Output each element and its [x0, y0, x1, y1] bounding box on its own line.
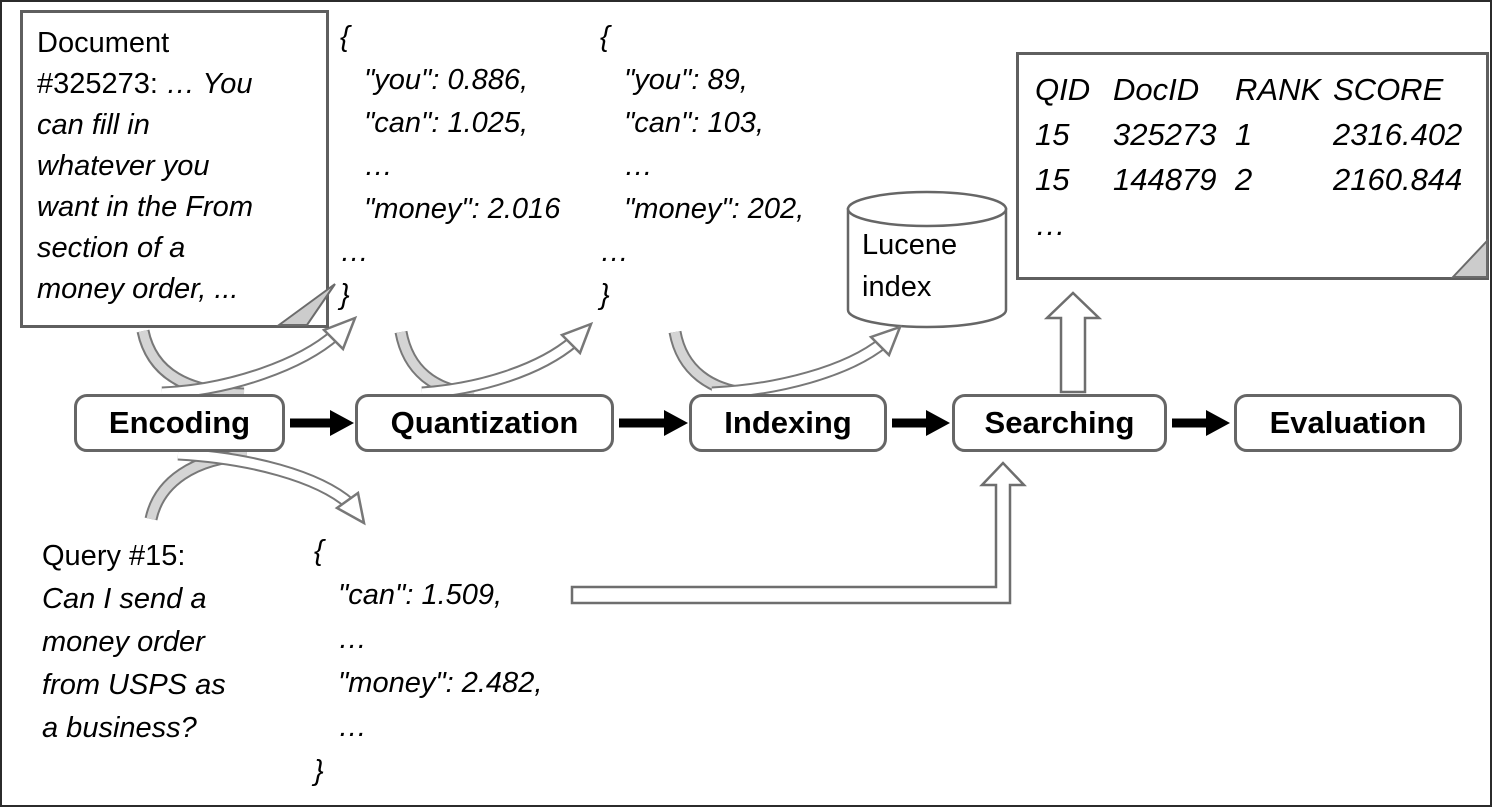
query-note-line: a business? [42, 712, 197, 744]
results-cell: 15 [1035, 162, 1070, 197]
json-line: } [314, 755, 324, 787]
json-line: "money": 2.482, [338, 667, 543, 699]
results-cell: 2316.402 [1333, 117, 1463, 152]
results-cell: 144879 [1113, 162, 1217, 197]
results-header-cell: SCORE [1333, 72, 1444, 107]
stage-label: Encoding [108, 405, 251, 440]
json-line: … [340, 236, 369, 268]
json-line: … [338, 623, 367, 655]
arrow-searching-to-evaluation [1172, 410, 1230, 436]
query-note-line: Can I send a [42, 583, 207, 615]
stage-label: Indexing [724, 405, 852, 440]
results-note: QID DocID RANK SCORE 15 325273 1 2316.40… [1016, 52, 1489, 280]
query-note-line: from USPS as [42, 669, 226, 701]
json-line: "can": 103, [624, 107, 764, 139]
stage-indexing: Indexing [689, 394, 887, 452]
document-excerpt-start: … You [166, 68, 253, 100]
results-cell: 1 [1235, 117, 1253, 152]
results-header-cell: RANK [1235, 72, 1322, 107]
query-vector-json: { "can": 1.509, … "money": 2.482, … } [314, 529, 542, 793]
document-note-line: can fill in [37, 109, 150, 141]
quantized-vector-json: { "you": 89, "can": 103, … "money": 202,… [600, 16, 804, 317]
results-cell: 2160.844 [1333, 162, 1463, 197]
json-line: "you": 0.886, [364, 64, 529, 96]
json-line: } [340, 279, 350, 311]
block-arrow-searching-to-results [1043, 291, 1103, 394]
results-header-cell: DocID [1113, 72, 1200, 107]
document-note-line: money order, ... [37, 273, 239, 305]
document-note-line: #325273: … You [37, 64, 312, 105]
json-line: { [340, 21, 350, 53]
stage-searching: Searching [952, 394, 1167, 452]
arrow-quantization-to-indexing [619, 410, 688, 436]
lucene-index-label-line: Lucene [862, 229, 958, 261]
results-table: QID DocID RANK SCORE 15 325273 1 2316.40… [1035, 67, 1470, 202]
curved-arrow-quantization-to-quantized-vector [421, 321, 594, 400]
json-line: "can": 1.025, [364, 107, 529, 139]
query-note-line: money order [42, 626, 205, 658]
doc-vector-json: { "you": 0.886, "can": 1.025, … "money":… [340, 16, 560, 317]
document-note: Document #325273: … You can fill in what… [20, 10, 329, 328]
stage-encoding: Encoding [74, 394, 285, 452]
json-line: "you": 89, [624, 64, 748, 96]
document-note-line: Document [37, 27, 170, 59]
json-line: "money": 2.016 [364, 193, 561, 225]
json-line: … [600, 236, 629, 268]
stage-label: Quantization [390, 405, 579, 440]
curved-arrow-indexing-to-lucene-index [711, 324, 903, 400]
curved-arrow-document-to-encoding [136, 329, 245, 401]
query-note: Query #15: Can I send a money order from… [42, 535, 226, 750]
json-line: … [364, 150, 393, 182]
json-line: … [338, 711, 367, 743]
stage-evaluation: Evaluation [1234, 394, 1462, 452]
results-cell: 2 [1235, 162, 1253, 197]
results-more-ellipsis: … [1035, 207, 1066, 242]
curved-arrow-encoding-to-doc-vector [161, 315, 358, 400]
lucene-index-label-line: index [862, 271, 932, 303]
query-note-title: Query #15: [42, 540, 186, 572]
l-arrow-query-vector-to-searching [570, 461, 1027, 605]
document-note-line: want in the From [37, 191, 253, 223]
json-line: { [314, 535, 324, 567]
results-header-cell: QID [1035, 72, 1091, 107]
results-cell: 15 [1035, 117, 1070, 152]
stage-label: Searching [984, 405, 1135, 440]
arrow-indexing-to-searching [892, 410, 950, 436]
json-line: "money": 202, [624, 193, 805, 225]
json-line: { [600, 21, 610, 53]
document-note-line: whatever you [37, 150, 210, 182]
stage-quantization: Quantization [355, 394, 614, 452]
arrow-encoding-to-quantization [290, 410, 354, 436]
curved-arrow-encoding-to-query-vector [177, 447, 366, 526]
results-cell: 325273 [1113, 117, 1217, 152]
lucene-index-label: Lucene index [862, 224, 957, 308]
stage-label: Evaluation [1269, 405, 1427, 440]
json-line: … [624, 150, 653, 182]
json-line: "can": 1.509, [338, 579, 503, 611]
json-line: } [600, 279, 610, 311]
lucene-index-cylinder [846, 190, 1008, 329]
document-note-line: section of a [37, 232, 186, 264]
document-id: #325273: [37, 68, 167, 100]
